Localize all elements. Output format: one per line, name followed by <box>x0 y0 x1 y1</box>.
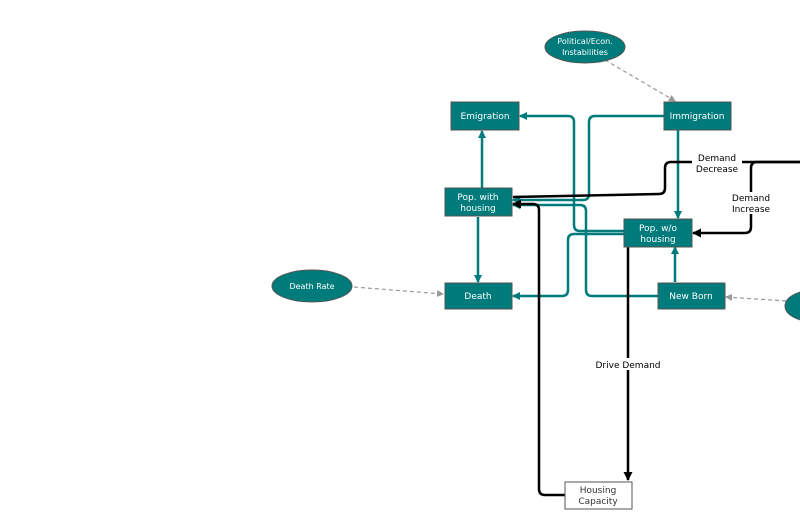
node-emigration[interactable]: Emigration <box>450 101 520 131</box>
label-drive-demand: Drive Demand <box>595 361 660 371</box>
label-demand-decrease-line2: Decrease <box>696 165 739 175</box>
edge-demand-decrease <box>512 160 800 199</box>
oval-political-econ-line2: Instabilities <box>562 48 608 57</box>
node-emigration-label: Emigration <box>460 112 509 122</box>
edge-popwithout-to-emigration <box>519 112 624 233</box>
node-housing-capacity[interactable]: Housing Capacity <box>564 481 633 510</box>
node-new-born-label: New Born <box>669 292 712 302</box>
node-death-label: Death <box>464 292 491 302</box>
node-housing-capacity-line2: Capacity <box>578 497 618 507</box>
node-new-born[interactable]: New Born <box>657 282 726 310</box>
node-pop-without-housing-line1: Pop. w/o <box>639 224 677 234</box>
edge-immigration-to-popwith <box>512 114 664 204</box>
node-immigration[interactable]: Immigration <box>663 101 732 131</box>
edge-deathrate-to-death <box>353 286 444 298</box>
node-pop-with-housing-line2: housing <box>460 204 496 214</box>
node-pop-without-housing[interactable]: Pop. w/o housing <box>623 218 693 248</box>
node-pop-with-housing[interactable]: Pop. with housing <box>444 187 513 217</box>
oval-offscreen[interactable] <box>784 290 800 322</box>
edge-capacity-to-popwith <box>512 199 565 497</box>
node-pop-with-housing-line1: Pop. with <box>457 193 498 203</box>
oval-death-rate[interactable]: Death Rate <box>271 269 353 303</box>
node-death[interactable]: Death <box>444 282 513 310</box>
edge-popwithout-to-death <box>512 232 624 300</box>
label-demand-decrease-line1: Demand <box>698 154 736 164</box>
oval-political-econ[interactable]: Political/Econ. Instabilities <box>544 30 626 64</box>
oval-political-econ-line1: Political/Econ. <box>557 37 612 46</box>
label-demand-increase-line2: Increase <box>732 205 771 215</box>
label-demand-increase-line1: Demand <box>732 194 770 204</box>
node-pop-without-housing-line2: housing <box>640 235 676 245</box>
node-immigration-label: Immigration <box>670 112 725 122</box>
oval-death-rate-label: Death Rate <box>289 282 334 291</box>
node-housing-capacity-line1: Housing <box>580 486 617 496</box>
edge-political-to-immigration <box>604 59 676 102</box>
edge-offscreen-to-newborn <box>725 293 787 302</box>
edge-newborn-to-popwith <box>512 201 658 298</box>
